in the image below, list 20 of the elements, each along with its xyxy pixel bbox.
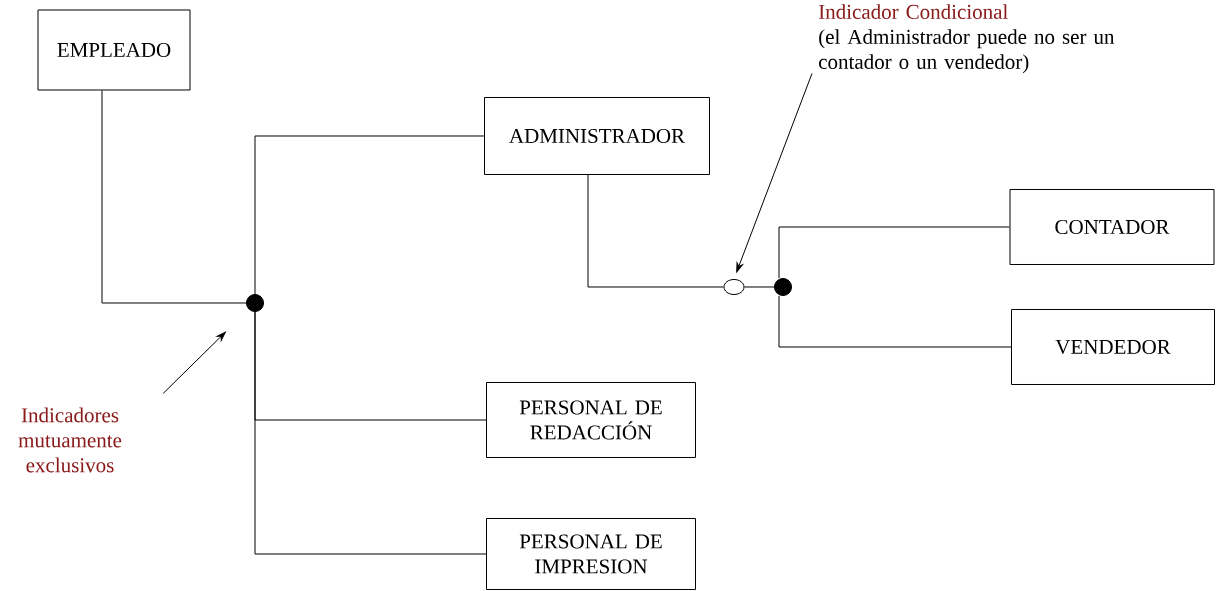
arrow	[162, 331, 226, 394]
connector-line	[254, 135, 485, 295]
connector-line	[101, 90, 247, 304]
connector-line	[778, 226, 1010, 279]
junction-dot	[246, 294, 264, 312]
connector-line	[778, 295, 1012, 348]
connector-line	[744, 286, 775, 288]
arrow	[736, 72, 813, 273]
entity-box: ADMINISTRADOR	[484, 97, 710, 175]
junction-circle	[723, 279, 745, 295]
junction-dot	[774, 278, 792, 296]
annotation-text: Indicador Condicional (el Administrador puede no ser un contador o un vendedor)	[818, 4, 1115, 74]
connector-line	[587, 174, 724, 288]
connector-line	[254, 311, 487, 555]
entity-box: VENDEDOR	[1011, 309, 1215, 385]
entity-box: CONTADOR	[1009, 189, 1215, 265]
entity-box: EMPLEADO	[37, 9, 191, 91]
entity-box: PERSONAL DE REDACCIÓN	[486, 382, 696, 458]
entity-box: PERSONAL DE IMPRESION	[486, 518, 696, 590]
annotation-text: Indicadores mutuamente exclusivos	[18, 407, 122, 473]
